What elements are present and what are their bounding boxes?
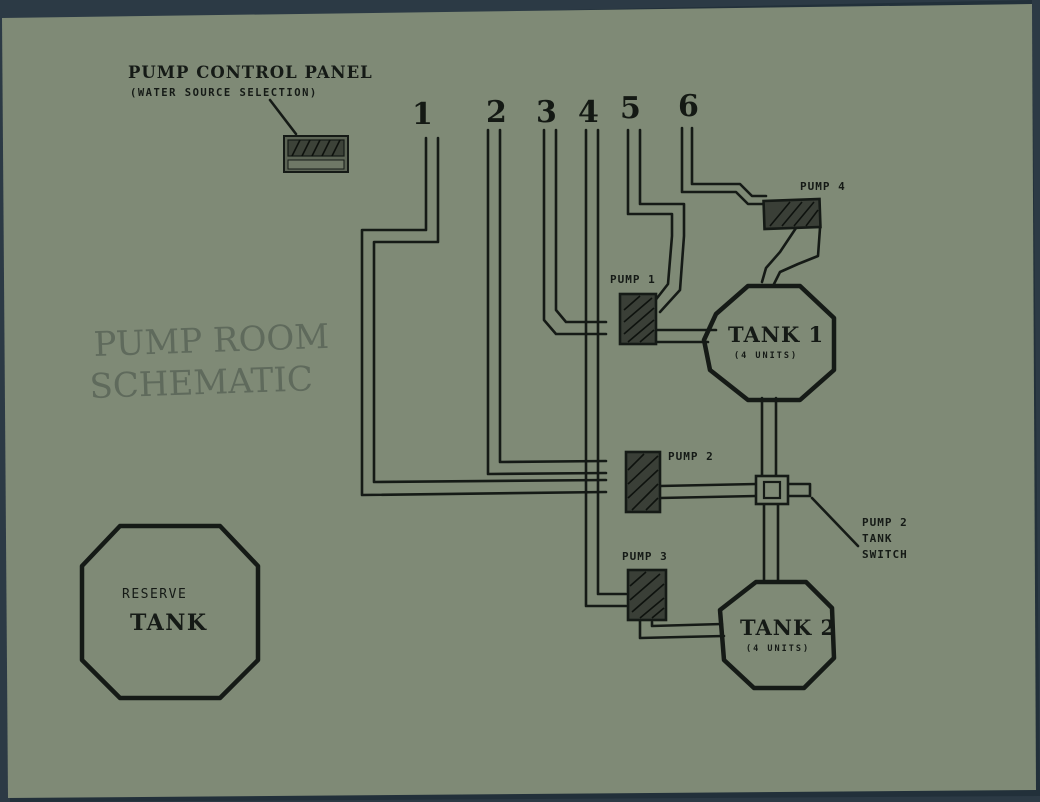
valve-label-3: 3 (536, 95, 557, 130)
tank-1[interactable] (701, 283, 837, 403)
pump-2-tank-switch[interactable] (754, 474, 790, 506)
pump-1-label: PUMP 1 (610, 273, 656, 286)
reserve-tank[interactable] (79, 523, 261, 701)
pipe-4 (584, 128, 628, 608)
pipe-network (360, 126, 822, 640)
schematic-title-line2: SCHEMATIC (89, 359, 314, 407)
pump-2[interactable] (624, 450, 662, 514)
pump-4[interactable] (762, 197, 822, 231)
switch-label-line1: PUMP 2 (862, 516, 908, 529)
valve-label-1: 1 (412, 97, 433, 132)
tank-1-name: TANK 1 (728, 322, 824, 347)
pump-1[interactable] (618, 292, 658, 346)
switch-label-line2: TANK (862, 532, 893, 545)
tank-2[interactable] (717, 579, 837, 691)
switch-label-line3: SWITCH (862, 548, 908, 561)
schematic-title-line1: PUMP ROOM (93, 317, 330, 365)
tank-1-capacity: (4 UNITS) (734, 351, 798, 361)
control-panel-icon[interactable] (268, 98, 349, 173)
pump-4-label: PUMP 4 (800, 180, 846, 193)
valve-label-5: 5 (620, 91, 641, 126)
pipe-6 (680, 126, 768, 206)
pump-3[interactable] (626, 568, 668, 622)
panel-subtitle: (WATER SOURCE SELECTION) (130, 87, 318, 99)
valve-label-2: 2 (486, 95, 507, 130)
switch-pointer-line (810, 496, 860, 548)
pipe-2 (486, 128, 608, 476)
pipe-5 (626, 128, 674, 304)
tank-2-capacity: (4 UNITS) (746, 644, 810, 654)
pump-2-label: PUMP 2 (668, 450, 714, 463)
pipe-3 (542, 128, 608, 336)
pipe-1 (360, 136, 608, 497)
pump-3-label: PUMP 3 (622, 550, 668, 563)
tank-2-name: TANK 2 (740, 615, 836, 640)
panel-title: PUMP CONTROL PANEL (128, 63, 373, 82)
valve-label-6: 6 (678, 89, 699, 124)
valve-label-4: 4 (578, 95, 599, 130)
reserve-tank-label-line1: RESERVE (122, 587, 187, 602)
reserve-tank-label-line2: TANK (130, 610, 207, 636)
